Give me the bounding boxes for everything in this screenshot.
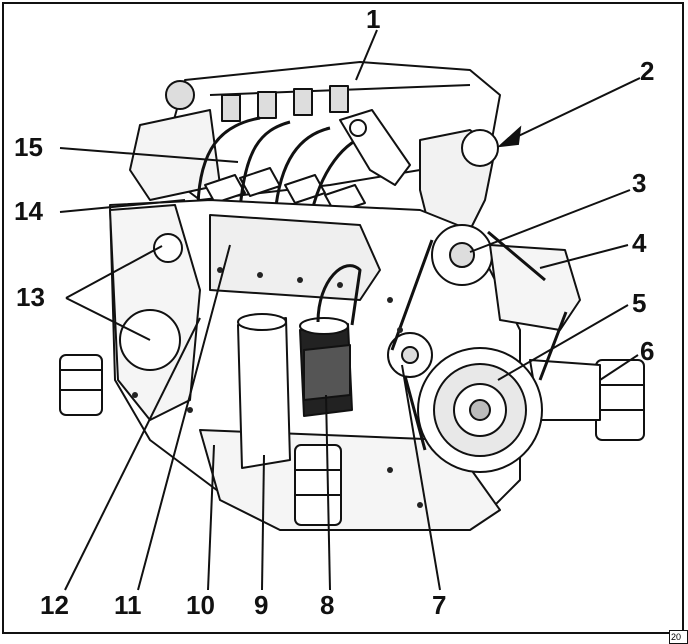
- leader-5: [497, 304, 629, 381]
- oil-filter: [237, 317, 291, 469]
- engine-illustration: [59, 61, 645, 531]
- breather-cap: [165, 80, 195, 110]
- leader-11: [137, 244, 231, 591]
- leader-13a: [65, 245, 163, 299]
- belt-drive: [387, 224, 581, 473]
- leader-14: [59, 199, 186, 213]
- leader-7: [401, 364, 441, 591]
- callout-14: 14: [14, 196, 43, 226]
- leader-15: [59, 147, 239, 163]
- arrowhead-2: [497, 125, 522, 148]
- engine-mounts: [59, 354, 645, 526]
- callout-3: 3: [632, 168, 646, 198]
- callout-2: 2: [640, 56, 654, 86]
- leader-2: [509, 77, 641, 141]
- leader-4: [539, 244, 629, 269]
- callout-9: 9: [254, 590, 268, 620]
- injection-pump: [209, 214, 381, 301]
- leader-1: [355, 29, 378, 81]
- leader-6: [599, 354, 639, 381]
- callout-1: 1: [366, 4, 380, 34]
- intake-manifold: [129, 109, 221, 201]
- figure-code: 20: [669, 630, 688, 644]
- callout-numbers: 1 2 3 4 5 6 7 8 9 10 11 12 13 14 15: [14, 4, 654, 620]
- callout-4: 4: [632, 228, 647, 258]
- leader-10: [207, 444, 215, 591]
- leader-12: [64, 317, 201, 591]
- callout-6: 6: [640, 336, 654, 366]
- leader-13b: [65, 297, 151, 341]
- callout-12: 12: [40, 590, 69, 620]
- callout-7: 7: [432, 590, 446, 620]
- leader-8: [325, 394, 331, 591]
- alternator: [489, 244, 581, 331]
- leader-lines: [59, 29, 641, 591]
- callout-15: 15: [14, 132, 43, 162]
- figure-frame: [2, 2, 684, 634]
- leader-9: [261, 454, 265, 591]
- callout-8: 8: [320, 590, 334, 620]
- callout-13: 13: [16, 282, 45, 312]
- leader-3: [469, 189, 631, 253]
- callout-5: 5: [632, 288, 646, 318]
- v-belt: [390, 230, 568, 451]
- callout-11: 11: [114, 590, 142, 620]
- callout-10: 10: [186, 590, 215, 620]
